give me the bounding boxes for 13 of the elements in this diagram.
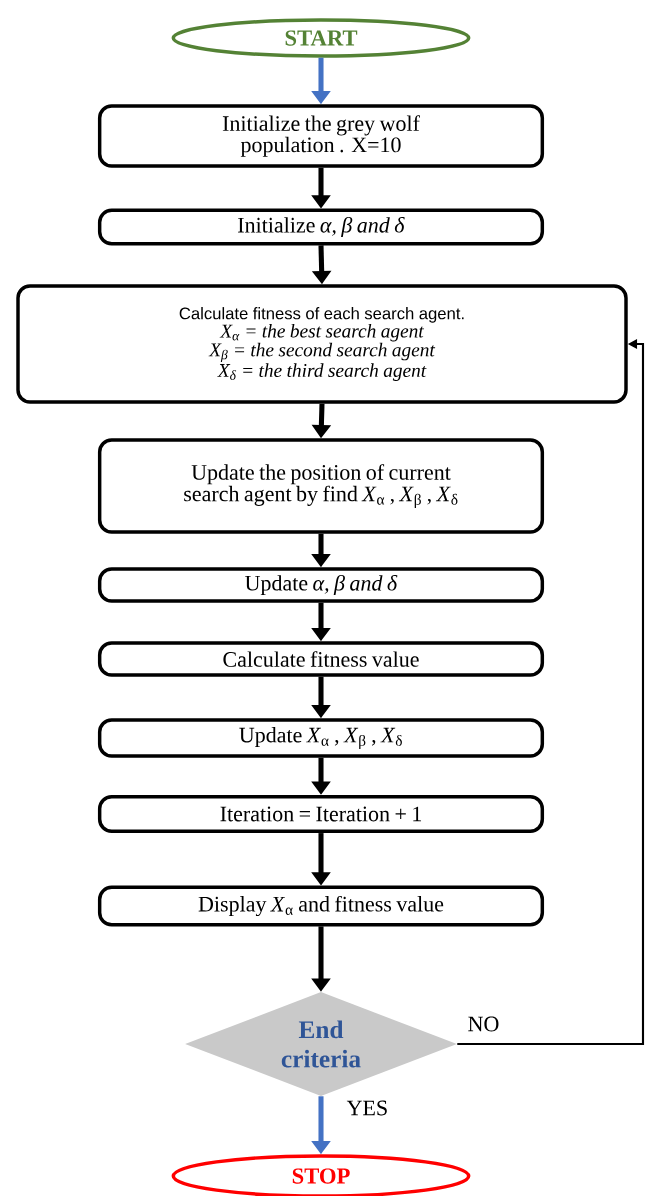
arrow [457,339,645,1046]
terminal-oval: START [171,18,471,58]
process-box: Iteration = Iteration + 1 [97,794,545,834]
process-box: Calculate fitness value [97,641,545,677]
process-box: Update the position of current search agent by find X$_{α}$ , X$_{β}$ , X$_{δ}$ [97,438,545,534]
edge-label: YES [346,1100,387,1116]
process-box: Initialize the grey wolf population . X=10 [97,104,545,168]
process-box: Initialize α, β and δ [97,208,545,246]
edge-label: NO [468,1016,499,1032]
process-box: Update α, β and δ [97,567,545,603]
process-box: Display X$_{α}$ and fitness value [97,885,545,927]
process-box: Calculate fitness of each search agent. X$_{α}$ = the best search agent X$_{β}$ = the second search agent X$_{δ}$ = the third search agent [16,284,628,404]
process-box: Update X$_{α}$ , X$_{β}$ , X$_{δ}$ [97,718,545,758]
